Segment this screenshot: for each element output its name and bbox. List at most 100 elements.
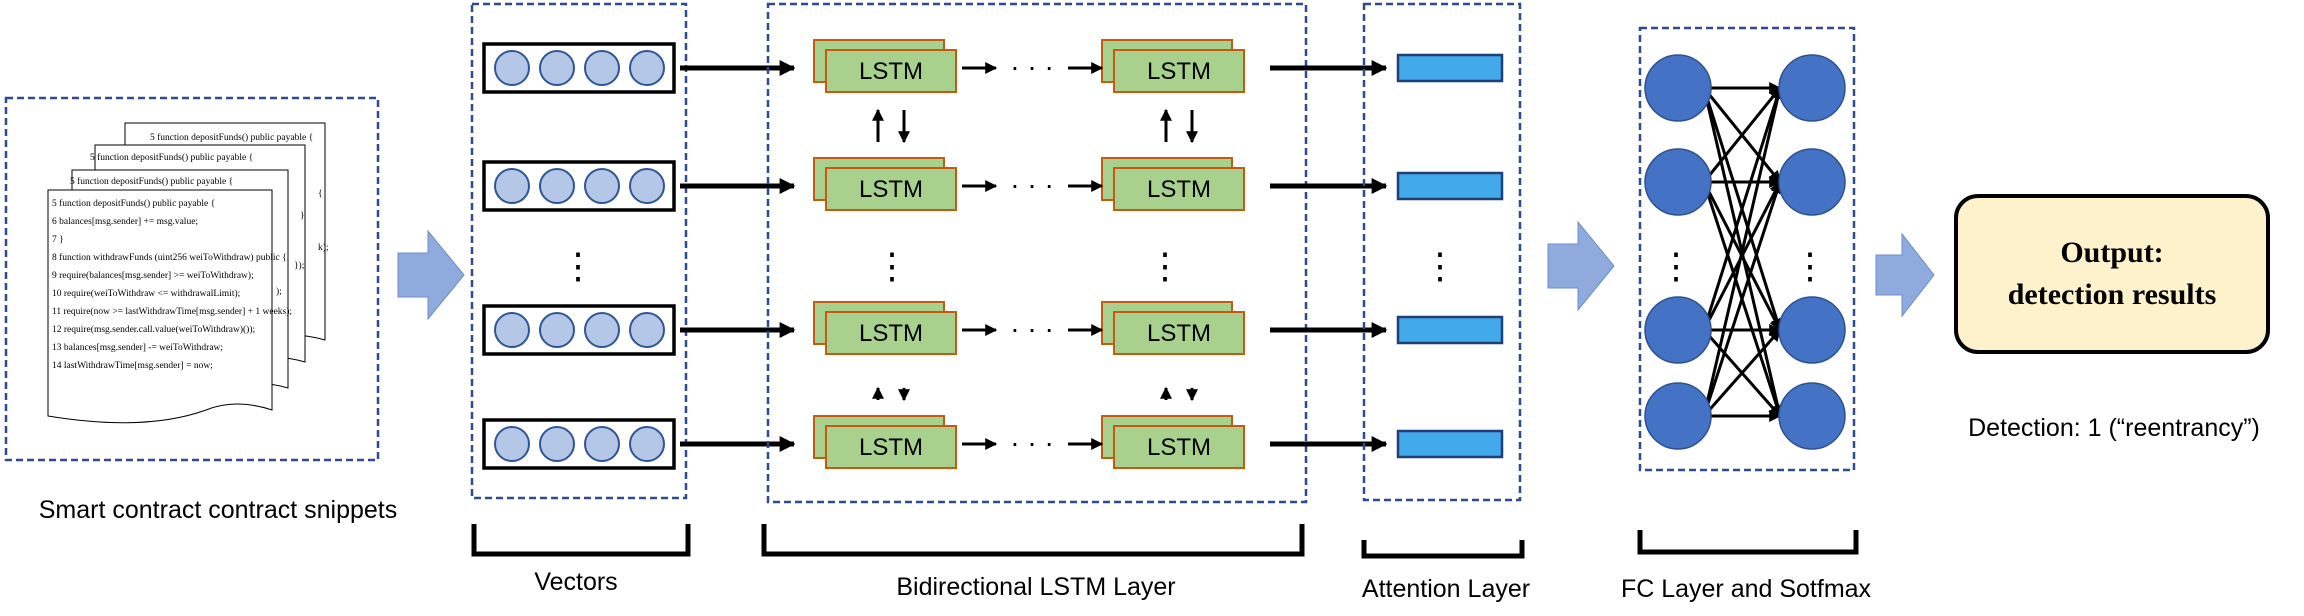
lstm-brace — [761, 524, 1305, 557]
code-line: 5 function depositFunds() public payable… — [52, 198, 215, 209]
vector-element-icon — [629, 168, 665, 204]
fc-input-node-icon — [1644, 54, 1712, 122]
lstm-cell-label: LSTM — [859, 58, 923, 85]
lstm-cell-label: LSTM — [859, 320, 923, 347]
attention-rows — [1396, 53, 1504, 459]
fc-connection — [1702, 180, 1783, 417]
lstm-cell — [825, 49, 957, 93]
fc-connection — [1702, 86, 1784, 417]
code-page-front — [47, 189, 273, 424]
fc-input-node-icon — [1644, 296, 1712, 364]
output-title: Output: — [2060, 236, 2163, 269]
fc-output-node-icon — [1778, 148, 1846, 216]
code-line: 10 require(weiToWithdraw <= withdrawalLi… — [52, 288, 240, 299]
fc-dashed-box — [1638, 26, 1856, 472]
lstm-dashed-box — [766, 2, 1308, 504]
vector-element-icon — [584, 312, 620, 348]
fc-output-node-icon — [1778, 382, 1846, 450]
lstm-cell-label: LSTM — [1147, 320, 1211, 347]
vectors-dashed-box — [470, 2, 688, 500]
output-subtitle: detection results — [2008, 278, 2217, 311]
lstm-cell-label: LSTM — [1147, 176, 1211, 203]
fc-input-node-icon — [1644, 382, 1712, 450]
input-dashed-box — [4, 96, 380, 462]
fc-output-node-icon — [1778, 54, 1846, 122]
fc-connection — [1702, 329, 1782, 417]
output-box — [1954, 194, 2270, 354]
lstm-rows: LSTM LSTM · · · LSTM LSTM · · · LSTM LSTM · · · L… — [813, 39, 1388, 469]
lstm-cell — [1113, 167, 1245, 211]
fc-caption: FC Layer and Sotfmax — [1621, 575, 1872, 603]
vector-element-icon — [629, 50, 665, 86]
block-arrow-icon — [1547, 220, 1615, 312]
attention-dashed-box — [1362, 2, 1522, 502]
code-page-back-1-header: 5 function depositFunds() public payable… — [70, 176, 233, 187]
horizontal-ellipsis: · · · — [1010, 51, 1054, 82]
code-page-back-2-header: 5 function depositFunds() public payable… — [90, 152, 253, 163]
code-fragment: }); — [294, 260, 304, 271]
fc-network — [1644, 54, 1846, 450]
fc-output-node-icon — [1778, 296, 1846, 364]
attention-weight-bar — [1396, 429, 1504, 459]
output-section: Output: detection results Detection: 1 (… — [1954, 194, 2270, 442]
vector-element-icon — [584, 168, 620, 204]
code-line: 11 require(now >= lastWithdrawTime[msg.s… — [52, 306, 292, 317]
vertical-ellipsis: ⋮ — [1147, 245, 1183, 286]
vectors-caption: Vectors — [534, 568, 617, 596]
horizontal-ellipsis: · · · — [1010, 169, 1054, 200]
vector-element-icon — [539, 312, 575, 348]
code-line: 7 } — [52, 235, 64, 245]
code-line: 14 lastWithdrawTime[msg.sender] = now; — [52, 361, 213, 371]
block-arrow-icon — [397, 229, 465, 321]
input-caption: Smart contract contract snippets — [39, 496, 397, 524]
attention-brace — [1361, 540, 1525, 559]
fc-brace — [1637, 530, 1859, 555]
attention-caption: Attention Layer — [1362, 575, 1530, 603]
code-line: 9 require(balances[msg.sender] >= weiToW… — [52, 270, 254, 281]
lstm-cell — [825, 167, 957, 211]
vector-element-icon — [539, 50, 575, 86]
lstm-cell — [1113, 425, 1245, 469]
code-line: 8 function withdrawFunds (uint256 weiToW… — [52, 252, 287, 263]
code-fragment: } — [300, 211, 305, 221]
lstm-cell — [825, 425, 957, 469]
code-fragment: ); — [276, 286, 282, 297]
lstm-cell — [1113, 49, 1245, 93]
fc-section: ⋮ ⋮ FC Layer and Sotfmax — [1621, 26, 1872, 603]
input-section: 5 function depositFunds() public payable… — [4, 96, 397, 524]
code-page-back-3-header: 5 function depositFunds() public payable… — [150, 132, 313, 143]
vectors-brace — [471, 524, 691, 557]
code-line: 12 require(msg.sender.call.value(weiToWi… — [52, 324, 255, 335]
lstm-caption: Bidirectional LSTM Layer — [896, 573, 1175, 601]
horizontal-ellipsis: · · · — [1010, 313, 1054, 344]
vector-element-icon — [584, 426, 620, 462]
vertical-ellipsis: ⋮ — [1658, 245, 1694, 286]
code-fragment: { — [318, 189, 323, 199]
block-arrow-icon — [1875, 232, 1935, 318]
fc-connection — [1702, 87, 1782, 183]
vertical-ellipsis: ⋮ — [1792, 245, 1828, 286]
horizontal-ellipsis: · · · — [1010, 427, 1054, 458]
vectors-section: ⋮ Vectors — [470, 2, 796, 596]
lstm-cell-label: LSTM — [1147, 58, 1211, 85]
code-fragment: k); — [318, 242, 329, 253]
lstm-cell — [825, 311, 957, 355]
attention-weight-bar — [1396, 171, 1504, 201]
attention-weight-bar — [1396, 53, 1504, 83]
vector-element-icon — [539, 168, 575, 204]
detection-result: Detection: 1 (“reentrancy”) — [1968, 414, 2260, 442]
fc-input-node-icon — [1644, 148, 1712, 216]
fc-connection — [1702, 86, 1783, 331]
vector-rows — [482, 42, 796, 470]
lstm-cell-label: LSTM — [859, 434, 923, 461]
vector-element-icon — [494, 426, 530, 462]
lstm-cell-label: LSTM — [1147, 434, 1211, 461]
code-line: 6 balances[msg.sender] += msg.value; — [52, 217, 198, 227]
code-line: 13 balances[msg.sender] -= weiToWithdraw… — [52, 343, 223, 353]
vector-element-icon — [494, 50, 530, 86]
attention-section: ⋮ Attention Layer — [1361, 2, 1530, 603]
lstm-section: LSTM LSTM · · · LSTM LSTM · · · LSTM LSTM · · · L… — [761, 2, 1388, 601]
vector-element-icon — [584, 50, 620, 86]
vector-element-icon — [629, 426, 665, 462]
